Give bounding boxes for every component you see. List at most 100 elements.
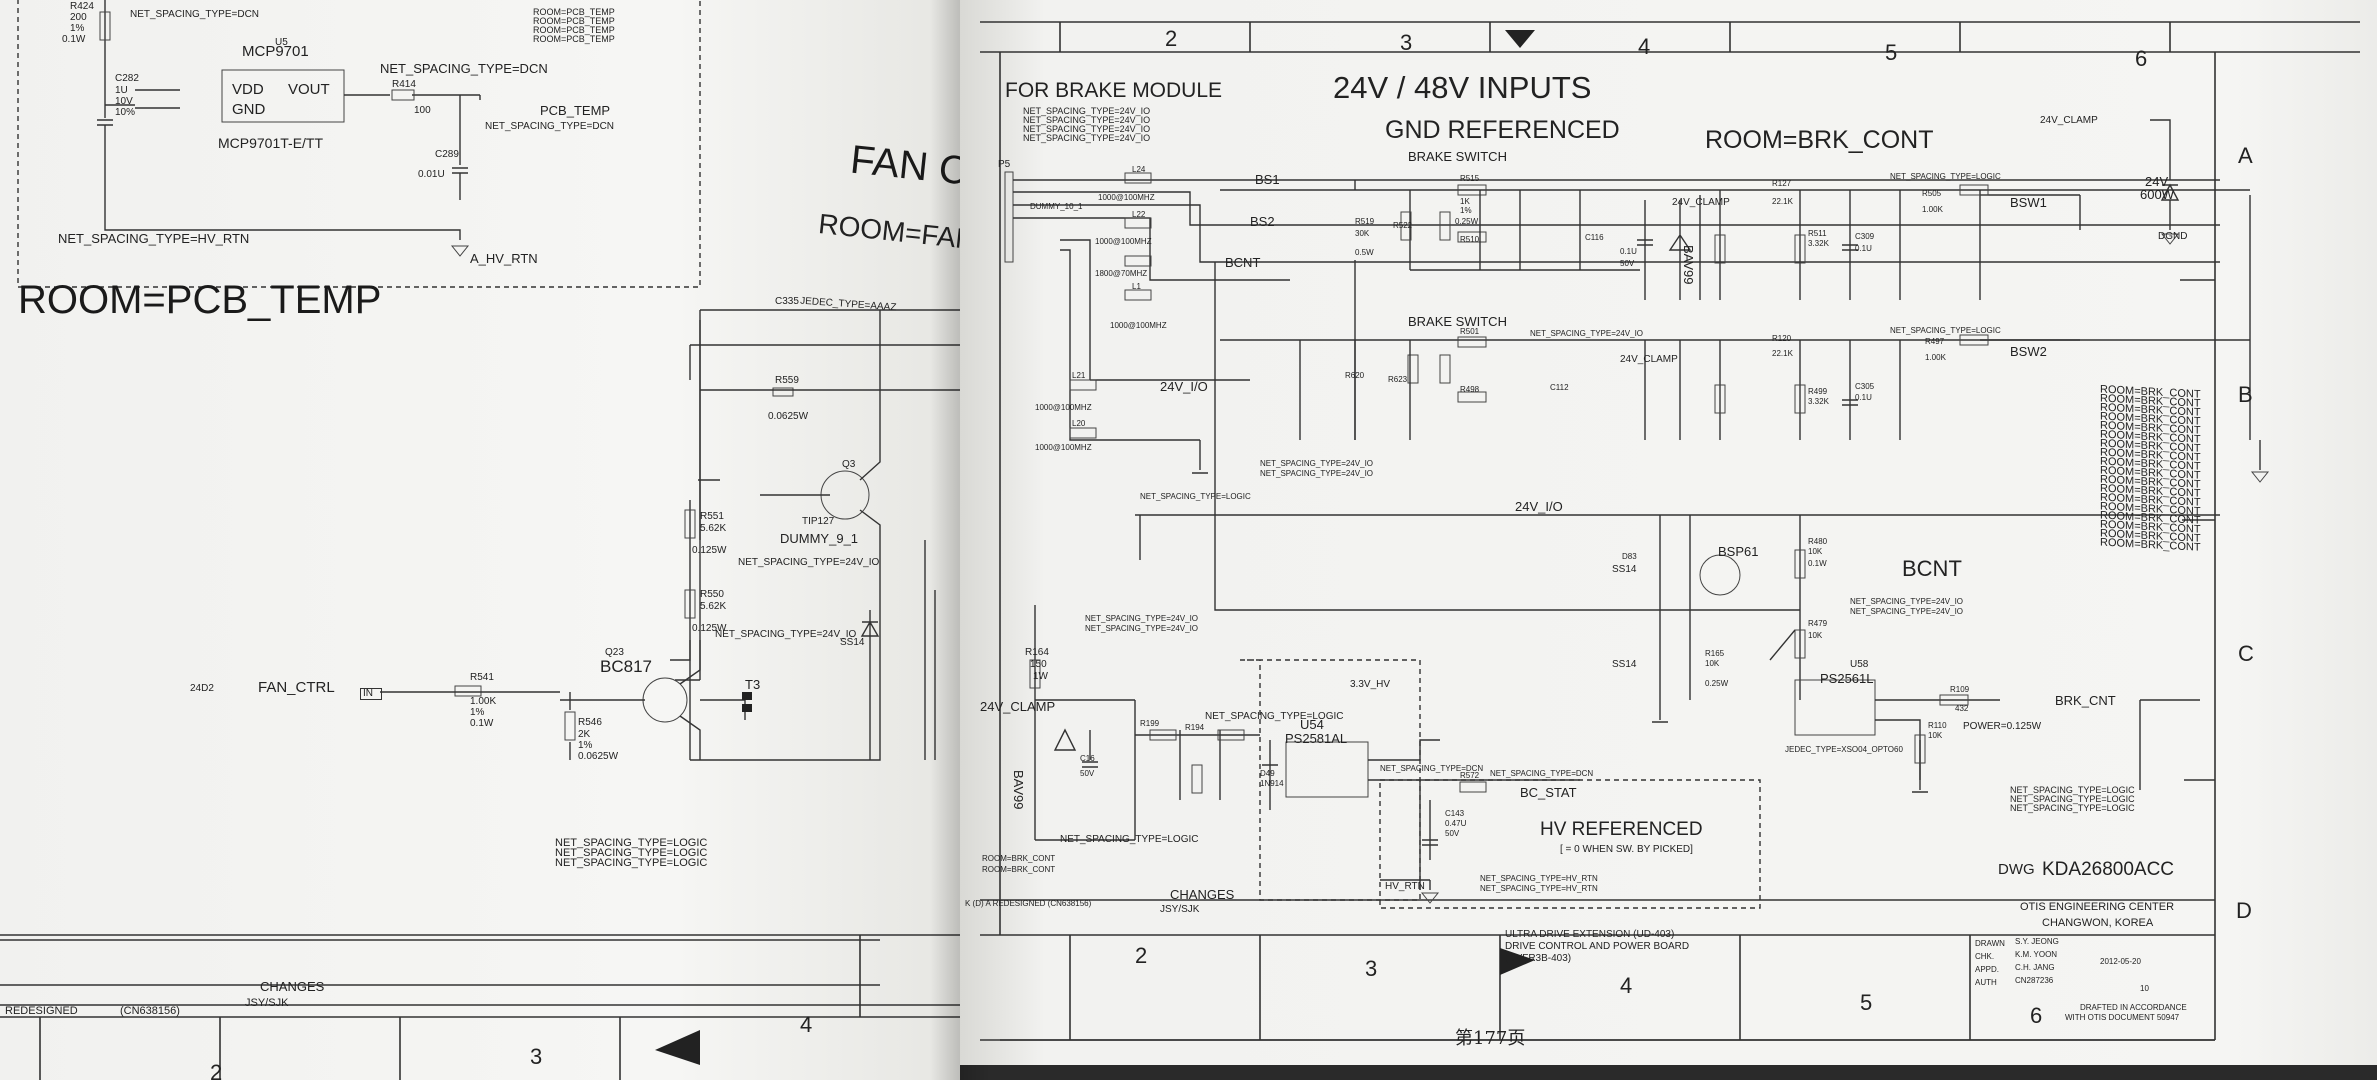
c116-voltage: 50V [1620,259,1635,268]
brake-switch-2-label: BRAKE SWITCH [1408,314,1507,329]
net-spacing-dcn-2: NET_SPACING_TYPE=DCN [380,61,548,76]
column-6-bottom: 6 [2030,1003,2043,1028]
r479-label: R479 [1808,619,1828,628]
r480-label: R480 [1808,537,1828,546]
d49-label: D49 [1260,769,1275,778]
tip127-label: TIP127 [802,516,835,527]
net-24v-io-c: NET_SPACING_TYPE=24V_IO [1530,329,1644,338]
r480-power: 0.1W [1808,559,1827,568]
r623-label: R623 [1388,375,1408,384]
r546-power: 0.0625W [578,751,619,762]
c335-label: C335 [775,296,799,307]
right-schematic-wires [980,21,2360,1041]
column-2: 2 [210,1060,223,1080]
bsw1-output: BSW1 [2010,195,2047,210]
net-logic-b: NET_SPACING_TYPE=LOGIC [1890,172,2001,181]
column-number-3: 3 [1400,30,1413,55]
row-letter-c: C [2238,641,2254,666]
r546-value: 2K [578,729,591,740]
gnd-referenced-title: GND REFERENCED [1385,116,1620,144]
net-logic-c: NET_SPACING_TYPE=LOGIC [1890,326,2001,335]
r541-label: R541 [470,672,494,683]
net-logic-a: NET_SPACING_TYPE=LOGIC [1140,492,1251,501]
l24-label: L24 [1132,165,1146,174]
c282-value-2: 10V [115,96,133,107]
column-4-bottom: 4 [1620,973,1633,998]
r497-value: 1.00K [1925,353,1946,362]
a-hv-rtn-label: A_HV_RTN [470,251,538,266]
net-24v-io-a: NET_SPACING_TYPE=24V_IO [738,557,880,568]
r199-label: R199 [1140,719,1160,728]
r515-power: 0.25W [1455,217,1479,226]
c289-label: C289 [435,149,459,160]
brake-switch-1-label: BRAKE SWITCH [1408,149,1507,164]
net-24v-io-i: NET_SPACING_TYPE=24V_IO [1085,624,1199,633]
c305-value: 0.1U [1855,393,1872,402]
drawn-by: S.Y. JEONG [2015,937,2059,946]
r109-label: R109 [1950,685,1970,694]
hv-referenced-dash-box [1379,779,1761,909]
r572-label: R572 [1460,771,1480,780]
column-number-5: 5 [1885,40,1898,65]
v24-io-label: 24V_I/O [1160,379,1208,394]
changes-header: CHANGES [260,979,325,994]
r127-label: R127 [1772,179,1792,188]
pin-vout: VOUT [288,81,330,98]
bav99-label: BAV99 [1681,245,1696,285]
ps2561l-label: PS2561L [1820,671,1874,686]
r497-label: R497 [1925,337,1945,346]
room-brk-cont-a: ROOM=BRK_CONT [982,854,1056,863]
sheet-number: 10 [2140,984,2149,993]
ss14-b-label: SS14 [1612,659,1637,670]
r559-label: R559 [775,375,799,386]
r424-tolerance: 1% [70,23,85,34]
t3-label: T3 [745,677,761,692]
drafted-line-1: DRAFTED IN ACCORDANCE [2080,1003,2187,1012]
r559-power: 0.0625W [768,411,809,422]
drawing-date: 2012-05-20 [2100,957,2141,966]
drafted-line-2: WITH OTIS DOCUMENT 50947 [2065,1013,2180,1022]
l20-label: L20 [1072,419,1086,428]
pcb-temp-room-boundary [17,0,701,288]
net-hv-rtn-a: NET_SPACING_TYPE=HV_RTN [1480,874,1598,883]
right-page: 2 3 4 5 6 A B C D FOR BRAKE MODULE NET_S… [960,0,2377,1065]
r194-label: R194 [1185,723,1205,732]
l1800-value: 1800@70MHZ [1095,269,1148,278]
room-brk-cont-title: ROOM=BRK_CONT [1705,126,1934,154]
d49-value: 1N914 [1260,779,1284,788]
ps2561l-body [1794,679,1876,736]
tvs-600w-label: 600W [2140,187,2174,202]
pin-vdd: VDD [232,81,264,98]
ps2581al-body [1285,741,1369,798]
changes-initials: JSY/SJK [245,997,289,1009]
r479-value: 10K [1808,631,1823,640]
r620-label: R620 [1345,371,1365,380]
l1-label: L1 [1132,282,1141,291]
d83-label: D83 [1622,552,1637,561]
column-3: 3 [530,1044,543,1069]
ss14-label: SS14 [840,637,865,648]
r505-value: 1.00K [1922,205,1943,214]
company-label: OTIS ENGINEERING CENTER [2020,901,2175,913]
top-center-arrow-icon [1505,30,1535,48]
net-spacing-dcn-1: NET_SPACING_TYPE=DCN [130,9,260,20]
q23-label: Q23 [605,647,624,658]
c143-voltage: 50V [1445,829,1460,838]
r127-value: 22.1K [1772,197,1793,206]
net-spacing-hv-rtn: NET_SPACING_TYPE=HV_RTN [58,231,250,246]
hv-referenced-note: [ = 0 WHEN SW. BY PICKED] [1560,844,1693,855]
chip-part-number: MCP9701T-E/TT [218,135,324,151]
net-24v-io-e: NET_SPACING_TYPE=24V_IO [1260,469,1374,478]
bc817-label: BC817 [600,657,652,676]
net-24v-io-g: NET_SPACING_TYPE=24V_IO [1850,607,1964,616]
c282-value-1: 1U [115,85,128,96]
r511-label: R511 [1808,229,1827,238]
connector-p5-label: P5 [998,159,1011,170]
l24-value: 1000@100MHZ [1098,193,1155,202]
c282-label: C282 [115,73,139,84]
v33-hv-label: 3.3V_HV [1350,679,1391,690]
dwg-label: DWG [1998,861,2035,878]
r164-label: R164 [1025,647,1049,658]
column-4: 4 [800,1012,813,1037]
